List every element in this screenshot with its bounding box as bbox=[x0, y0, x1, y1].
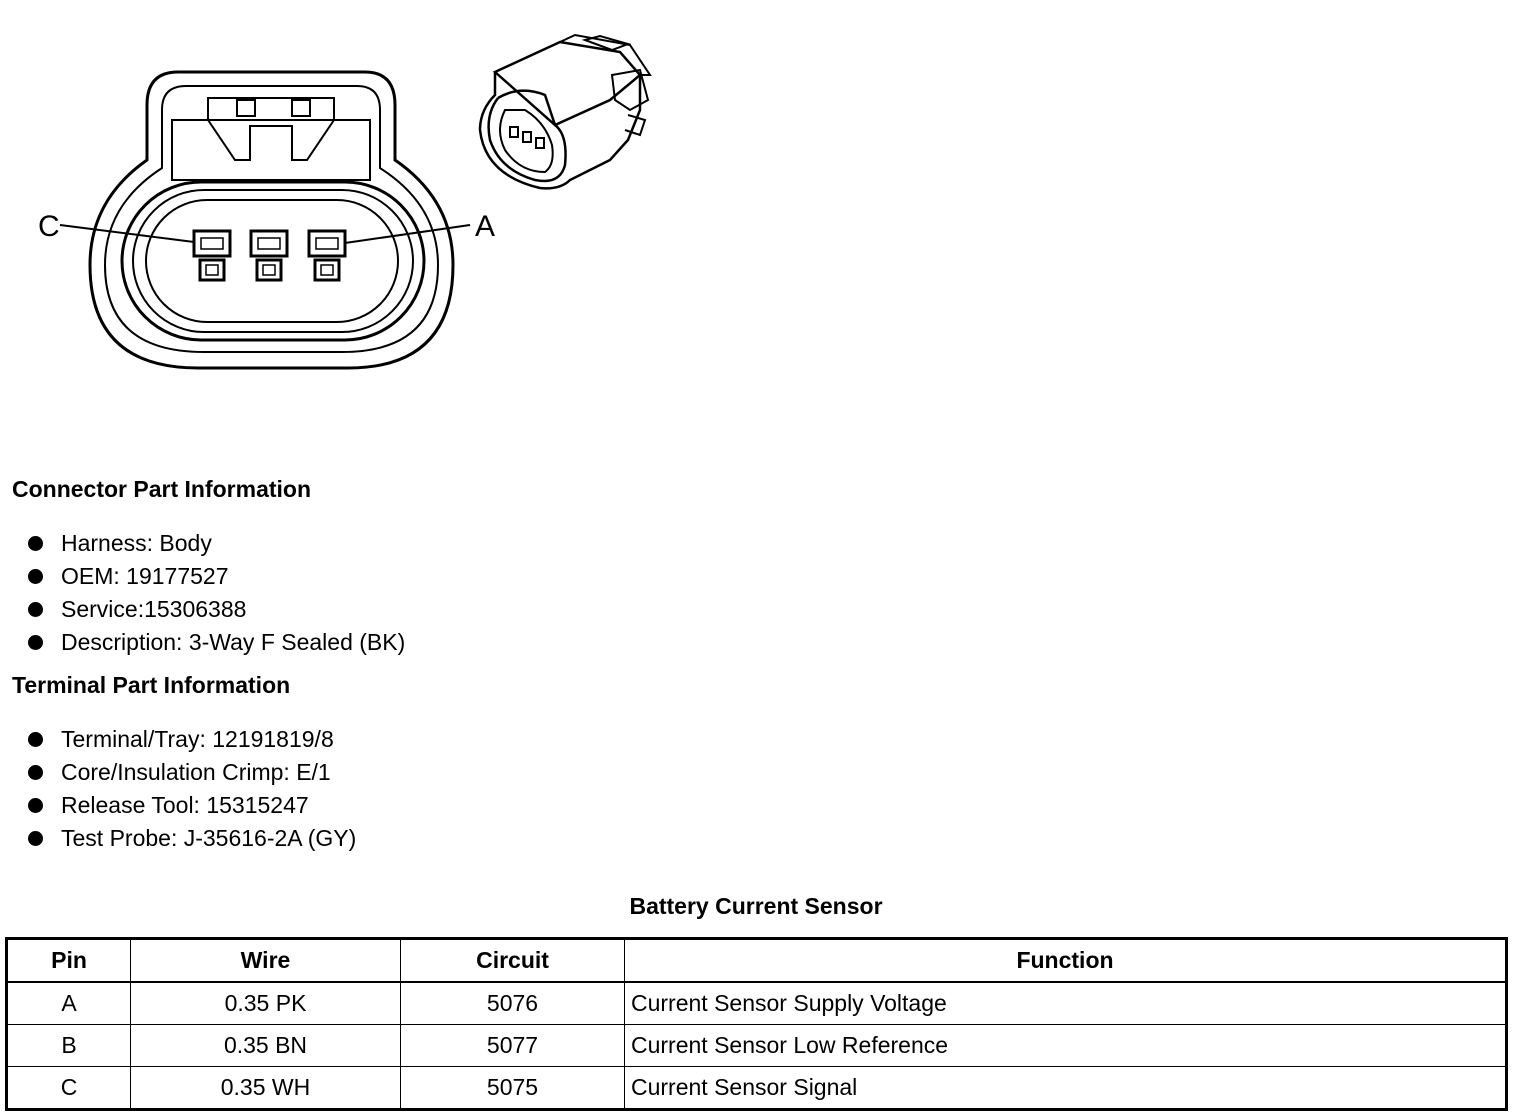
cell-circuit: 5076 bbox=[400, 981, 625, 1025]
pinout-table: Pin Wire Circuit Function A 0.35 PK 5076… bbox=[5, 937, 1508, 1111]
list-item-text: Terminal/Tray: 12191819/8 bbox=[61, 726, 334, 752]
terminal-part-info-list: Terminal/Tray: 12191819/8 Core/Insulatio… bbox=[28, 723, 356, 855]
cell-pin: C bbox=[6, 1066, 131, 1110]
connector-face bbox=[59, 70, 471, 370]
pin-label-a: A bbox=[475, 210, 495, 243]
column-header-pin: Pin bbox=[6, 938, 131, 983]
column-header-circuit: Circuit bbox=[400, 938, 625, 983]
bullet-icon bbox=[28, 536, 43, 551]
cell-function: Current Sensor Low Reference bbox=[624, 1024, 1507, 1067]
list-item-text: OEM: 19177527 bbox=[61, 563, 229, 589]
bullet-icon bbox=[28, 635, 43, 650]
list-item: Service:15306388 bbox=[28, 593, 405, 626]
cell-function: Current Sensor Signal bbox=[624, 1066, 1507, 1110]
table-title: Battery Current Sensor bbox=[629, 893, 883, 919]
connector-illustration: C A bbox=[38, 33, 652, 370]
list-item-text: Core/Insulation Crimp: E/1 bbox=[61, 759, 331, 785]
bullet-icon bbox=[28, 765, 43, 780]
cell-wire: 0.35 WH bbox=[130, 1066, 401, 1110]
list-item-text: Service:15306388 bbox=[61, 596, 247, 622]
bullet-icon bbox=[28, 831, 43, 846]
cell-circuit: 5077 bbox=[400, 1024, 625, 1067]
table-row: B 0.35 BN 5077 Current Sensor Low Refere… bbox=[6, 1024, 1507, 1067]
cell-pin: B bbox=[6, 1024, 131, 1067]
list-item: OEM: 19177527 bbox=[28, 560, 405, 593]
bullet-icon bbox=[28, 732, 43, 747]
column-header-wire: Wire bbox=[130, 938, 401, 983]
terminal-part-info-title: Terminal Part Information bbox=[12, 672, 291, 698]
column-header-function: Function bbox=[624, 938, 1507, 983]
bullet-icon bbox=[28, 602, 43, 617]
list-item-text: Test Probe: J-35616-2A (GY) bbox=[61, 825, 357, 851]
pin-label-c: C bbox=[38, 210, 60, 243]
cell-wire: 0.35 PK bbox=[130, 981, 401, 1025]
connector-part-info-title: Connector Part Information bbox=[12, 476, 312, 502]
list-item: Release Tool: 15315247 bbox=[28, 789, 356, 822]
list-item: Test Probe: J-35616-2A (GY) bbox=[28, 822, 356, 855]
table-row: C 0.35 WH 5075 Current Sensor Signal bbox=[6, 1066, 1507, 1110]
list-item-text: Harness: Body bbox=[61, 530, 212, 556]
list-item: Description: 3-Way F Sealed (BK) bbox=[28, 626, 405, 659]
list-item: Core/Insulation Crimp: E/1 bbox=[28, 756, 356, 789]
cell-circuit: 5075 bbox=[400, 1066, 625, 1110]
table-header-row: Pin Wire Circuit Function bbox=[6, 938, 1507, 983]
cell-function: Current Sensor Supply Voltage bbox=[624, 981, 1507, 1025]
list-item: Terminal/Tray: 12191819/8 bbox=[28, 723, 356, 756]
cell-wire: 0.35 BN bbox=[130, 1024, 401, 1067]
connector-part-info-list: Harness: Body OEM: 19177527 Service:1530… bbox=[28, 527, 405, 659]
list-item-text: Description: 3-Way F Sealed (BK) bbox=[61, 629, 406, 655]
list-item-text: Release Tool: 15315247 bbox=[61, 792, 309, 818]
cell-pin: A bbox=[6, 981, 131, 1025]
bullet-icon bbox=[28, 798, 43, 813]
table-row: A 0.35 PK 5076 Current Sensor Supply Vol… bbox=[6, 981, 1507, 1025]
connector-3d-view bbox=[478, 33, 652, 190]
list-item: Harness: Body bbox=[28, 527, 405, 560]
bullet-icon bbox=[28, 569, 43, 584]
